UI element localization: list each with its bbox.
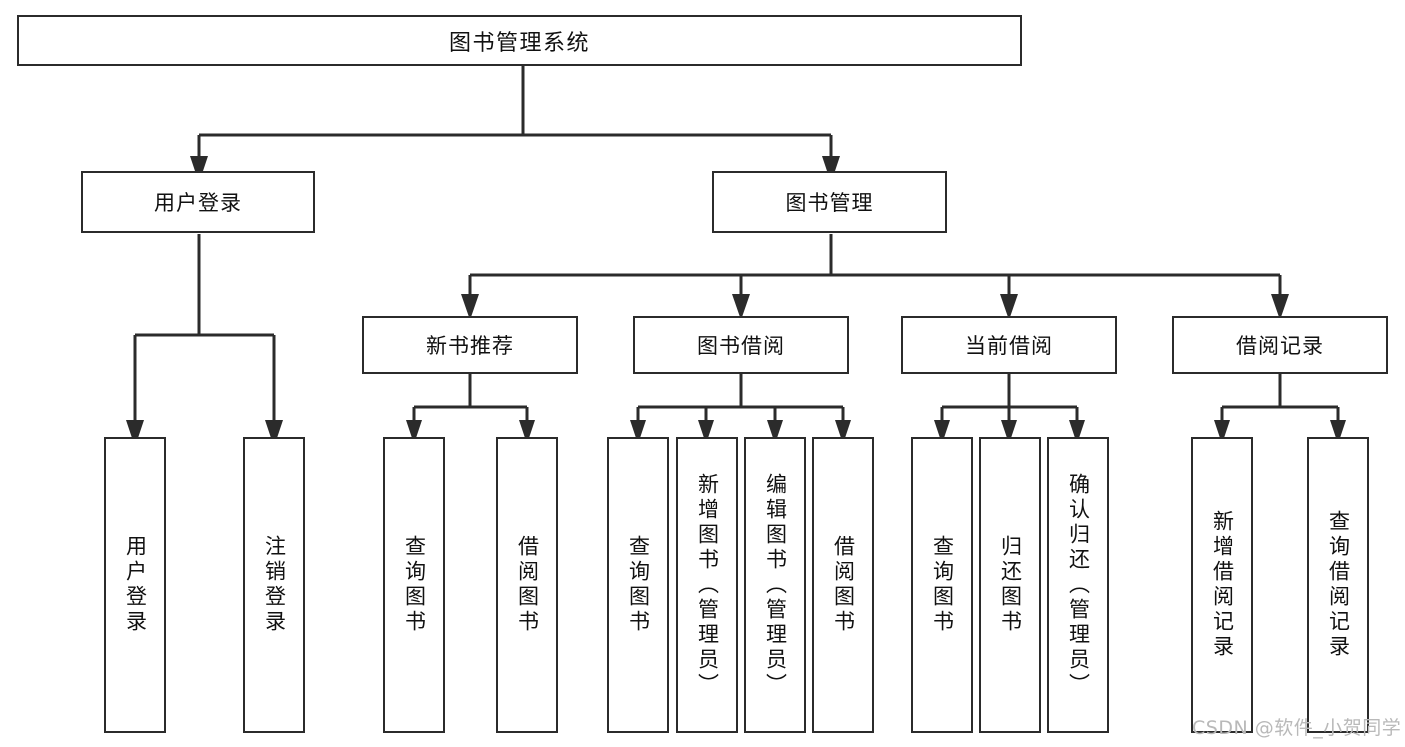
csdn-watermark: CSDN @软件_小贺同学 xyxy=(1192,717,1402,739)
node-user-login[interactable]: 用户登录 xyxy=(81,171,315,233)
node-leaf-query-record-label: 查询借阅记录 xyxy=(1326,510,1351,660)
node-leaf-borrow-book-2-label: 借阅图书 xyxy=(831,535,856,635)
node-leaf-query-book-1-label: 查询图书 xyxy=(402,535,427,635)
node-root-label: 图书管理系统 xyxy=(448,30,590,56)
node-leaf-borrow-book-1[interactable]: 借阅图书 xyxy=(496,437,558,733)
node-leaf-user-login[interactable]: 用户登录 xyxy=(104,437,166,733)
node-leaf-query-book-1[interactable]: 查询图书 xyxy=(383,437,445,733)
node-leaf-borrow-book-1-label: 借阅图书 xyxy=(515,535,540,635)
node-leaf-user-logout-label: 注销登录 xyxy=(262,535,287,635)
node-current-borrow-label: 当前借阅 xyxy=(965,334,1053,358)
node-leaf-return-book-label: 归还图书 xyxy=(998,535,1023,635)
node-current-borrow[interactable]: 当前借阅 xyxy=(901,316,1117,374)
node-leaf-borrow-book-2[interactable]: 借阅图书 xyxy=(812,437,874,733)
node-book-manage-label: 图书管理 xyxy=(785,191,874,215)
node-leaf-add-record[interactable]: 新增借阅记录 xyxy=(1191,437,1253,733)
node-leaf-user-logout[interactable]: 注销登录 xyxy=(243,437,305,733)
node-new-book-recommend-label: 新书推荐 xyxy=(426,334,514,358)
node-leaf-edit-book[interactable]: 编辑图书（管理员） xyxy=(744,437,806,733)
node-book-borrow[interactable]: 图书借阅 xyxy=(633,316,849,374)
node-leaf-return-book[interactable]: 归还图书 xyxy=(979,437,1041,733)
node-leaf-query-book-3[interactable]: 查询图书 xyxy=(911,437,973,733)
node-leaf-query-book-2[interactable]: 查询图书 xyxy=(607,437,669,733)
node-leaf-add-record-label: 新增借阅记录 xyxy=(1210,510,1235,660)
node-leaf-add-book-label: 新增图书（管理员） xyxy=(695,472,720,698)
node-leaf-confirm-return-label: 确认归还（管理员） xyxy=(1066,472,1091,698)
node-borrow-record-label: 借阅记录 xyxy=(1236,334,1324,358)
node-book-manage[interactable]: 图书管理 xyxy=(712,171,947,233)
node-leaf-add-book[interactable]: 新增图书（管理员） xyxy=(676,437,738,733)
arrow-heads xyxy=(126,156,1346,447)
node-root[interactable]: 图书管理系统 xyxy=(17,15,1022,66)
node-leaf-query-book-3-label: 查询图书 xyxy=(930,535,955,635)
node-leaf-confirm-return[interactable]: 确认归还（管理员） xyxy=(1047,437,1109,733)
node-leaf-query-book-2-label: 查询图书 xyxy=(626,535,651,635)
node-leaf-user-login-label: 用户登录 xyxy=(123,535,148,635)
node-new-book-recommend[interactable]: 新书推荐 xyxy=(362,316,578,374)
node-leaf-edit-book-label: 编辑图书（管理员） xyxy=(763,472,788,698)
node-book-borrow-label: 图书借阅 xyxy=(697,334,785,358)
node-leaf-query-record[interactable]: 查询借阅记录 xyxy=(1307,437,1369,733)
node-user-login-label: 用户登录 xyxy=(154,191,242,215)
node-borrow-record[interactable]: 借阅记录 xyxy=(1172,316,1388,374)
